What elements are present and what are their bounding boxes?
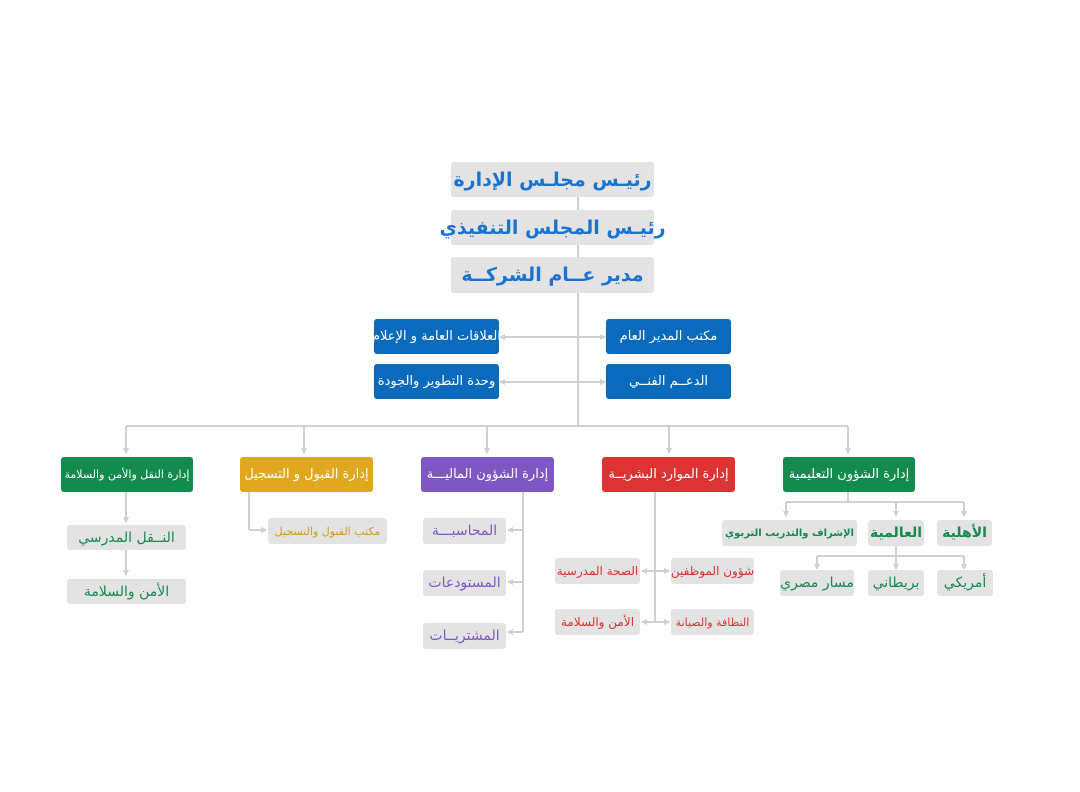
- hr-school-health-box: الصحة المدرسية: [555, 558, 640, 584]
- finance-accounting-box: المحاسبـــة: [423, 518, 506, 544]
- edu-british-box: بريطاني: [868, 570, 924, 596]
- dept-financial-affairs: إدارة الشؤون الماليـــة: [421, 457, 554, 492]
- hr-cleaning-maintenance-box: النظافة والصيانة: [671, 609, 754, 635]
- technical-support-box: الدعــم الفنــي: [606, 364, 731, 399]
- admissions-office-box: مكتب القبول والتسجيل: [268, 518, 387, 544]
- development-quality-box: وحدة التطوير والجودة: [374, 364, 499, 399]
- dept-human-resources: إدارة الموارد البشريــة: [602, 457, 735, 492]
- dept-educational-affairs: إدارة الشؤون التعليمية: [783, 457, 915, 492]
- hr-employees-affairs-box: شؤون الموظفين: [671, 558, 754, 584]
- executive-council-head-box: رئيـس المجلس التنفيذي: [439, 210, 666, 245]
- gm-office-box: مكتب المدير العام: [606, 319, 731, 354]
- chairman-box: رئيـس مجلـس الإدارة: [451, 162, 654, 197]
- edu-ahlia-box: الأهلية: [937, 520, 992, 546]
- dept-transport-safety: إدارة النقل والأمن والسلامة: [61, 457, 193, 492]
- general-manager-box: مدير عــام الشركــة: [451, 257, 654, 293]
- transport-school-transport-box: النــقل المدرسي: [67, 525, 186, 550]
- dept-admissions-registration: إدارة القبول و التسجيل: [240, 457, 373, 492]
- finance-warehouses-box: المستودعات: [423, 570, 506, 596]
- edu-supervision-box: الإشراف والتدريب التربوي: [722, 520, 857, 546]
- finance-purchases-box: المشتريــات: [423, 623, 506, 649]
- edu-american-box: أمريكي: [937, 570, 993, 596]
- edu-alamia-box: العالمية: [868, 520, 924, 546]
- transport-security-safety-box: الأمن والسلامة: [67, 579, 186, 604]
- hr-security-safety-box: الأمن والسلامة: [555, 609, 640, 635]
- edu-egyptian-track-box: مسار مصري: [780, 570, 854, 596]
- public-relations-box: العلاقات العامة و الإعلام: [372, 319, 501, 354]
